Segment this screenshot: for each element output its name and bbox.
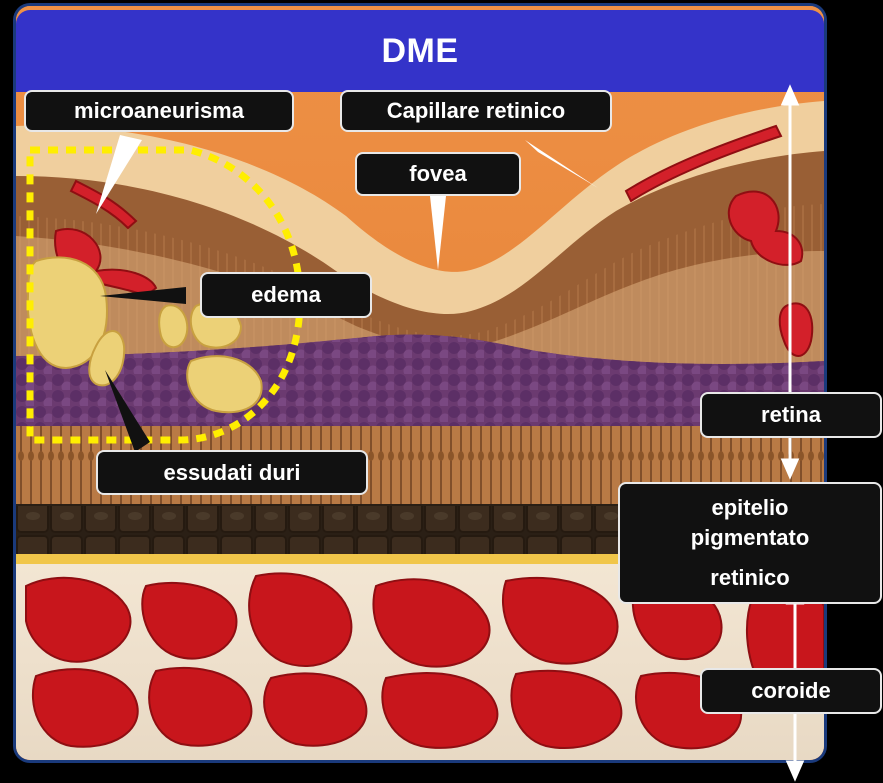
label-hard-exudates: essudati duri — [96, 450, 368, 495]
choroid-arrow-bottom — [788, 762, 802, 778]
label-rpe-line2: pigmentato — [691, 523, 810, 553]
label-microaneurysm: microaneurisma — [24, 90, 294, 132]
label-rpe-line3: retinico — [710, 563, 789, 593]
label-rpe: epitelio pigmentato retinico — [618, 482, 882, 604]
label-retina: retina — [700, 392, 882, 438]
label-retinal-capillary: Capillare retinico — [340, 90, 612, 132]
label-rpe-line1: epitelio — [711, 493, 788, 523]
diagram-title: DME — [16, 10, 824, 92]
label-fovea: fovea — [355, 152, 521, 196]
label-edema: edema — [200, 272, 372, 318]
label-choroid: coroide — [700, 668, 882, 714]
